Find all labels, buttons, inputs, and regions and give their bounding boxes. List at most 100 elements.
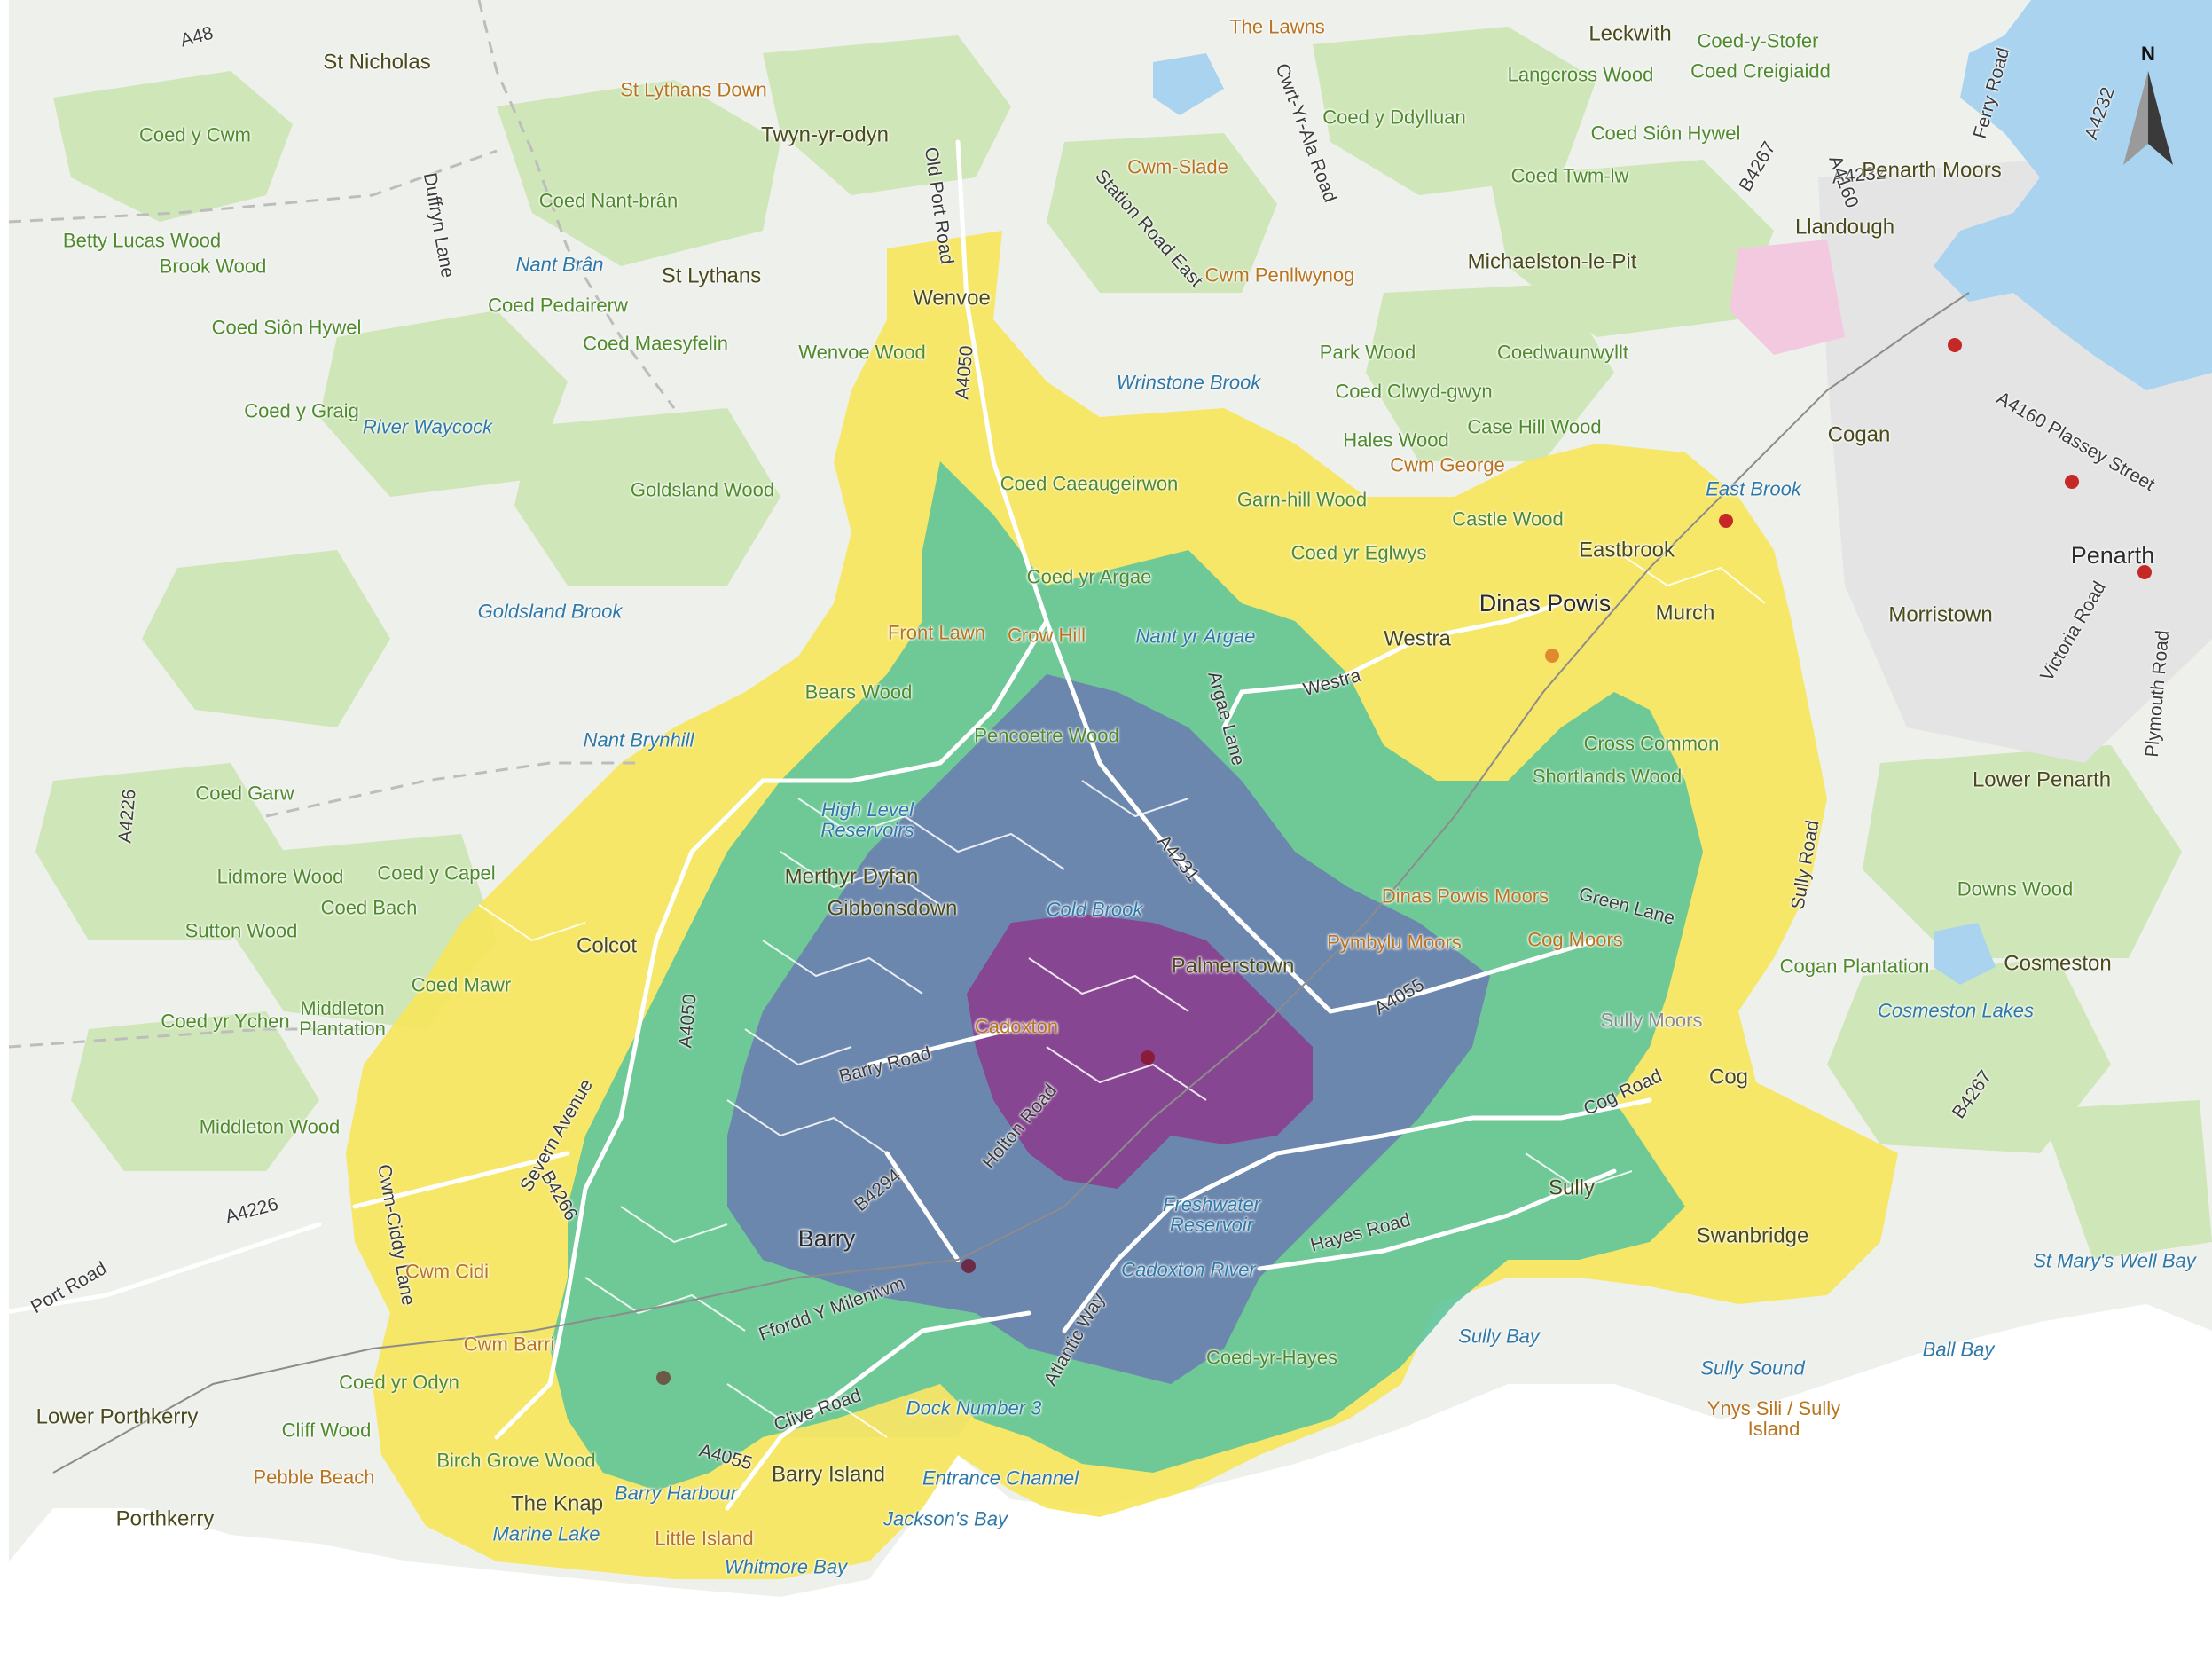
- map-label: Port Road: [27, 1257, 111, 1318]
- map-label: Cwrt-Yr-Ala Road: [1271, 60, 1341, 206]
- north-arrow-icon: [2123, 71, 2173, 165]
- map-label: St Lythans: [661, 263, 762, 288]
- map-label: Langcross Wood: [1507, 63, 1654, 86]
- map-label: Holton Road: [978, 1080, 1061, 1173]
- map-label: A4160 Plassey Street: [1993, 388, 2159, 495]
- map-label: Clive Road: [771, 1385, 865, 1435]
- map-label: Porthkerry: [115, 1506, 215, 1531]
- map-label: Cwm Barri: [463, 1333, 555, 1356]
- map-label: St Nicholas: [323, 50, 431, 75]
- map-label: Coed yr Odyn: [339, 1371, 459, 1394]
- cosmeston-lakes: [1934, 923, 1996, 985]
- map-label: The Lawns: [1229, 15, 1325, 38]
- map-label: Nant Brân: [515, 253, 604, 276]
- map-label: B4266: [537, 1167, 582, 1224]
- map-label: St Lythans Down: [620, 78, 767, 101]
- map-label: Cwm Cidi: [404, 1260, 490, 1283]
- map-label: Nant Brynhill: [583, 728, 694, 751]
- map-label: Barry: [797, 1224, 856, 1252]
- map-label: Green Lane: [1576, 884, 1677, 929]
- map-label: River Waycock: [362, 415, 493, 438]
- map-label: Sully: [1548, 1176, 1596, 1200]
- map-label: Coed Creigiaidd: [1690, 59, 1831, 83]
- map-label: Dock Number 3: [906, 1396, 1042, 1419]
- map-label: Lower Penarth: [1972, 767, 2112, 792]
- map-label: Palmerstown: [1171, 954, 1295, 979]
- map-label: Michaelston-le-Pit: [1467, 249, 1637, 274]
- main-roads: [0, 139, 1652, 1511]
- map-label: Coed y Cwm: [139, 123, 251, 146]
- map-label: Cogan: [1827, 422, 1891, 447]
- map-label: Coed Pedairerw: [488, 294, 628, 317]
- map-label: Merthyr Dyfan: [784, 864, 919, 889]
- map-label: Colcot: [576, 933, 638, 958]
- map-label: Whitmore Bay: [724, 1555, 848, 1578]
- map-label: Cwm-Ciddy Lane: [373, 1162, 419, 1308]
- map-label: A4226: [223, 1193, 281, 1228]
- map-label: Westra: [1300, 664, 1363, 701]
- map-label: Cwm Penllwynog: [1204, 263, 1355, 287]
- map-label: Cadoxton River: [1121, 1258, 1256, 1281]
- map-label: Pencoetre Wood: [974, 724, 1119, 747]
- map-label: A4226: [114, 788, 140, 845]
- map-label: Coed-y-Stofer: [1697, 29, 1819, 52]
- map-label: Cog Moors: [1527, 928, 1623, 951]
- map-label: Sully Sound: [1700, 1356, 1805, 1380]
- map-label: Wenvoe Wood: [798, 341, 926, 364]
- map-label: A48: [177, 22, 216, 51]
- map-label: Coed Twm-lw: [1510, 164, 1629, 187]
- map-label: Marine Lake: [492, 1522, 600, 1545]
- map-label: Entrance Channel: [922, 1466, 1079, 1490]
- map-label: Leckwith: [1588, 21, 1672, 46]
- map-label: Coed yr Eglwys: [1290, 541, 1427, 564]
- map-label: Penarth: [2070, 541, 2155, 569]
- map-label: Cogan Plantation: [1779, 955, 1930, 978]
- map-label: Duffryn Lane: [419, 170, 459, 279]
- map-label: Penarth Moors: [1862, 158, 2002, 183]
- map-label: Jackson's Bay: [883, 1507, 1008, 1530]
- map-label: Downs Wood: [1957, 877, 2074, 900]
- map-label: Coed yr Ychen: [161, 1010, 290, 1033]
- map-label: Ball Bay: [1922, 1338, 1995, 1361]
- map-label: A4231: [1153, 831, 1204, 886]
- map-label: Sully Moors: [1600, 1009, 1703, 1032]
- north-arrow: N: [2120, 43, 2177, 176]
- map-label: Lower Porthkerry: [35, 1404, 199, 1429]
- map-label: Castle Wood: [1452, 507, 1564, 531]
- map-label: Dinas Powis: [1479, 589, 1612, 617]
- map-label: Cosmeston Lakes: [1877, 999, 2035, 1022]
- map-label: Cosmeston: [2004, 951, 2112, 976]
- residential-streets: [478, 549, 1766, 1438]
- map-label: Ffordd Y Mileniwm: [756, 1273, 908, 1345]
- map-label: A4050: [952, 344, 977, 401]
- map-label: Sully Bay: [1458, 1325, 1540, 1348]
- map-label: Coed Siôn Hywel: [211, 316, 362, 339]
- map-label: Westra: [1384, 626, 1451, 651]
- map-label: Betty Lucas Wood: [62, 229, 222, 252]
- map-label: Middleton Wood: [199, 1115, 341, 1138]
- map-label: Shortlands Wood: [1532, 765, 1683, 788]
- boundary-lines: [8, 0, 676, 1049]
- map-label: Cliff Wood: [281, 1419, 372, 1442]
- map-label: Station Road East: [1091, 166, 1207, 292]
- map-label: Wenvoe: [913, 286, 991, 311]
- map-label: St Mary's Well Bay: [2033, 1249, 2196, 1272]
- map-label: B4267: [1735, 138, 1780, 195]
- map-label: Cog Road: [1581, 1065, 1666, 1120]
- map-label: Barry Harbour: [614, 1482, 738, 1505]
- map-label: Dinas Powis Moors: [1381, 885, 1549, 908]
- map-label: Gibbonsdown: [827, 896, 958, 921]
- map-label: Coed y Capel: [377, 861, 496, 885]
- map-label: Argae Lane: [1204, 669, 1249, 768]
- map-label: Eastbrook: [1578, 538, 1675, 562]
- north-label: N: [2141, 43, 2155, 65]
- map-label: Crow Hill: [1008, 624, 1086, 647]
- map-label: B4294: [851, 1165, 906, 1215]
- map-label: Coed y Ddylluan: [1322, 106, 1466, 129]
